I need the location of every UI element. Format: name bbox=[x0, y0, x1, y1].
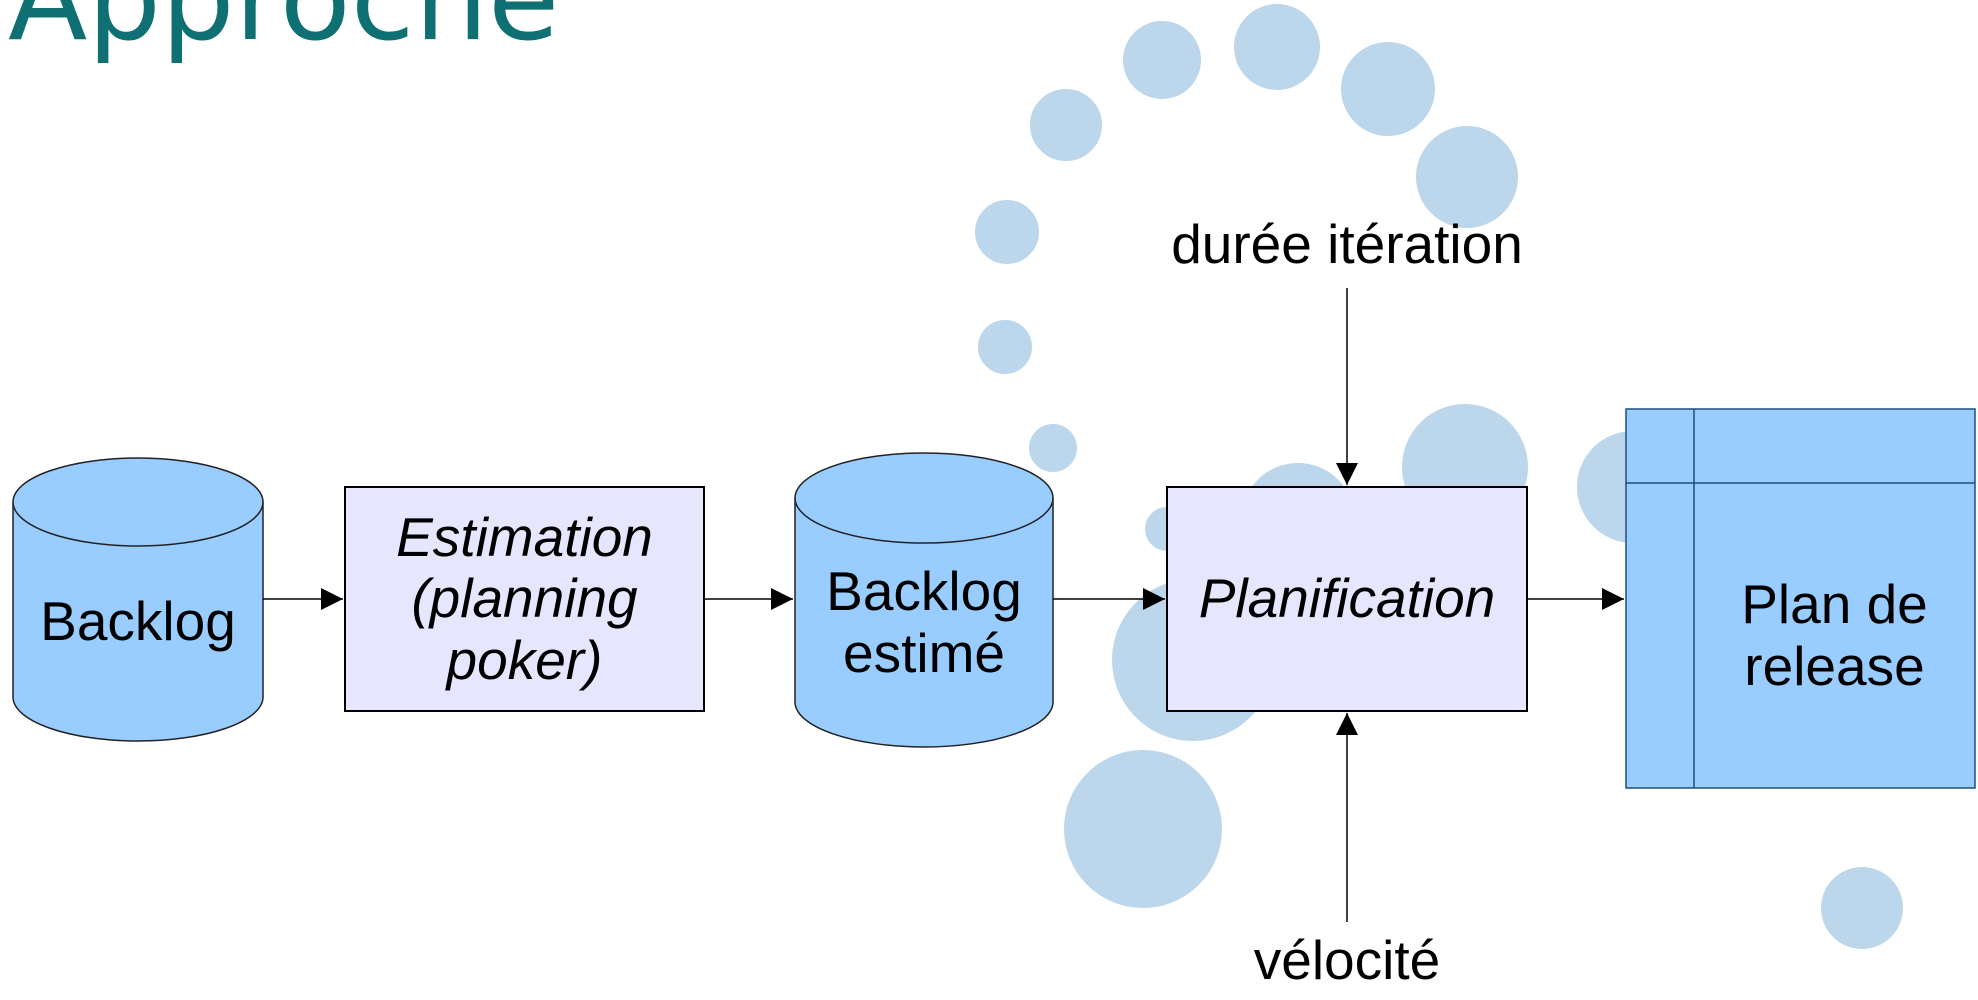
planification-box bbox=[1166, 486, 1528, 712]
planification-label: Planification bbox=[1198, 567, 1496, 630]
flow-arrows bbox=[263, 288, 1624, 922]
backlog-estime-label: Backlog estimé bbox=[826, 560, 1022, 684]
plan-release-label: Plan de release bbox=[1741, 572, 1928, 697]
backlog-estime-cylinder bbox=[794, 452, 1054, 748]
backlog-label: Backlog bbox=[40, 590, 236, 653]
backlog-cylinder bbox=[12, 457, 264, 742]
estimation-label: Estimation (planning poker) bbox=[396, 505, 653, 691]
estimation-box bbox=[344, 486, 705, 712]
velocite-label: vélocité bbox=[1253, 929, 1441, 991]
plan-release-document bbox=[1625, 408, 1976, 789]
decorative-bubbles bbox=[973, 2, 1905, 951]
duree-iteration-label: durée itération bbox=[1171, 213, 1523, 276]
slide-title: Approche bbox=[8, 0, 559, 67]
